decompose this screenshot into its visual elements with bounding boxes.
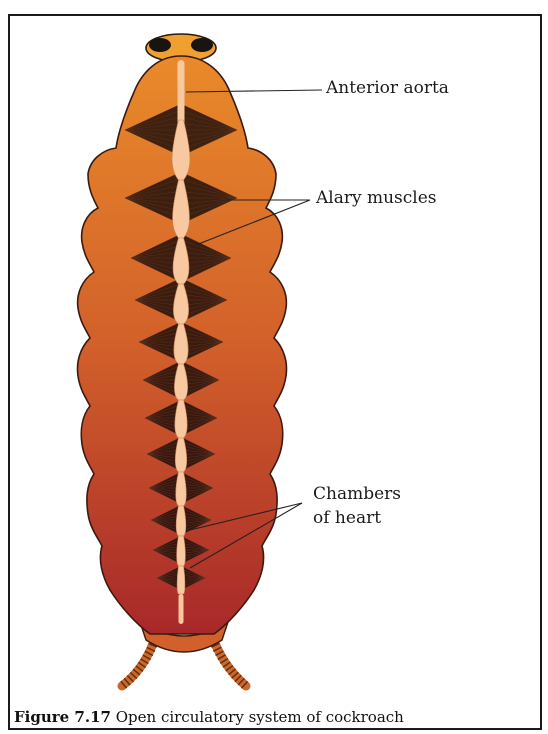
figure-caption-text: Open circulatory system of cockroach xyxy=(116,708,404,726)
heart-chamber xyxy=(177,536,186,566)
figure-number: Figure 7.17 xyxy=(14,708,111,726)
label-anterior-aorta: Anterior aorta xyxy=(326,78,449,99)
right-eye xyxy=(191,38,213,52)
label-chambers: Chambers xyxy=(313,484,401,505)
heart-chamber xyxy=(175,438,186,472)
left-eye xyxy=(149,38,171,52)
figure-caption: Figure 7.17 Open circulatory system of c… xyxy=(14,708,404,726)
label-of-heart: of heart xyxy=(313,508,381,529)
heart-chamber xyxy=(176,472,187,506)
label-alary-muscles: Alary muscles xyxy=(316,188,437,209)
heart-chamber xyxy=(176,506,186,536)
heart-chamber xyxy=(177,566,185,594)
heart-tube-end xyxy=(179,594,184,624)
